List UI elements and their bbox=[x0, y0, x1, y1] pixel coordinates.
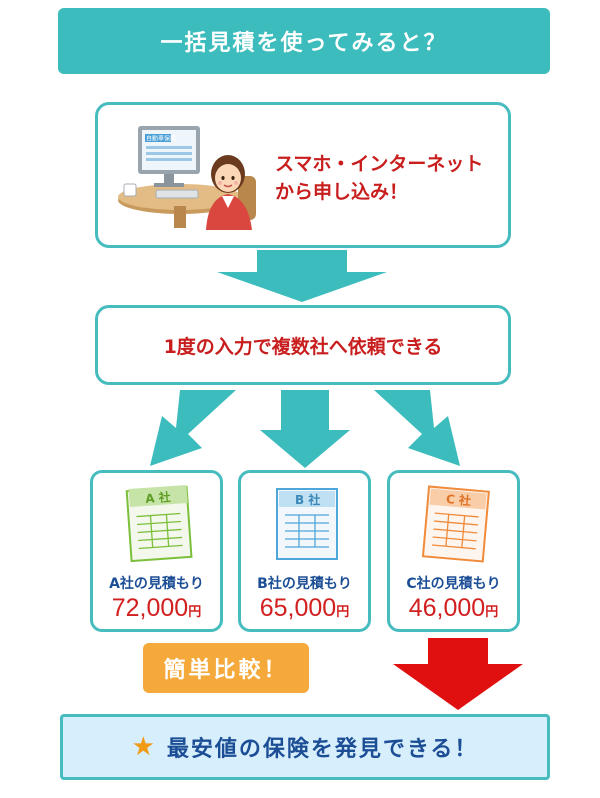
quote-title-b: B社の見積もり bbox=[257, 576, 352, 592]
sheet-label-c: C 社 bbox=[445, 491, 471, 508]
quote-sheet-icon: B 社 bbox=[276, 488, 338, 560]
quote-price-a: 72,000円 bbox=[111, 594, 202, 622]
quote-price-c: 46,000円 bbox=[408, 594, 499, 622]
sheet-label-b: B 社 bbox=[295, 492, 320, 507]
quote-card-c: C 社 C社の見積もり 46,000円 bbox=[387, 470, 520, 632]
sheet-label-a: A 社 bbox=[145, 489, 171, 506]
step-multiple-request-text: 1度の入力で複数社へ依頼できる bbox=[163, 335, 443, 358]
result-banner: ★ 最安値の保険を発見できる！ bbox=[60, 714, 550, 780]
result-text: 最安値の保険を発見できる！ bbox=[166, 737, 479, 762]
split-arrows-icon bbox=[150, 390, 460, 468]
quote-title-c: C社の見積もり bbox=[406, 576, 501, 592]
quote-title-a: A社の見積もり bbox=[109, 576, 204, 592]
woman-at-computer-illustration: 自動車保険 bbox=[118, 126, 256, 230]
step-multiple-request-box: 1度の入力で複数社へ依頼できる bbox=[95, 305, 511, 385]
red-arrow-down-icon bbox=[393, 638, 523, 710]
header-title: 一括見積を使ってみると？ bbox=[160, 31, 448, 56]
step-online-line1: スマホ・インターネット bbox=[275, 153, 484, 175]
quote-card-a: A 社 A社の見積もり 72,000円 bbox=[90, 470, 223, 632]
header-banner: 一括見積を使ってみると？ bbox=[58, 8, 550, 74]
arrow-down-icon bbox=[217, 250, 387, 302]
quote-price-b: 65,000円 bbox=[259, 594, 350, 622]
quote-sheet-icon: C 社 bbox=[421, 485, 490, 563]
screen-label: 自動車保険 bbox=[146, 135, 176, 143]
star-icon: ★ bbox=[131, 732, 155, 762]
easy-compare-badge: 簡単比較！ bbox=[143, 643, 309, 693]
step-online-application-text: スマホ・インターネット から申し込み！ bbox=[275, 150, 495, 206]
quote-sheet-icon: A 社 bbox=[125, 484, 193, 563]
step-online-line2: から申し込み！ bbox=[275, 181, 409, 203]
easy-compare-text: 簡単比較！ bbox=[163, 658, 289, 683]
quote-card-b: B 社 B社の見積もり 65,000円 bbox=[238, 470, 371, 632]
